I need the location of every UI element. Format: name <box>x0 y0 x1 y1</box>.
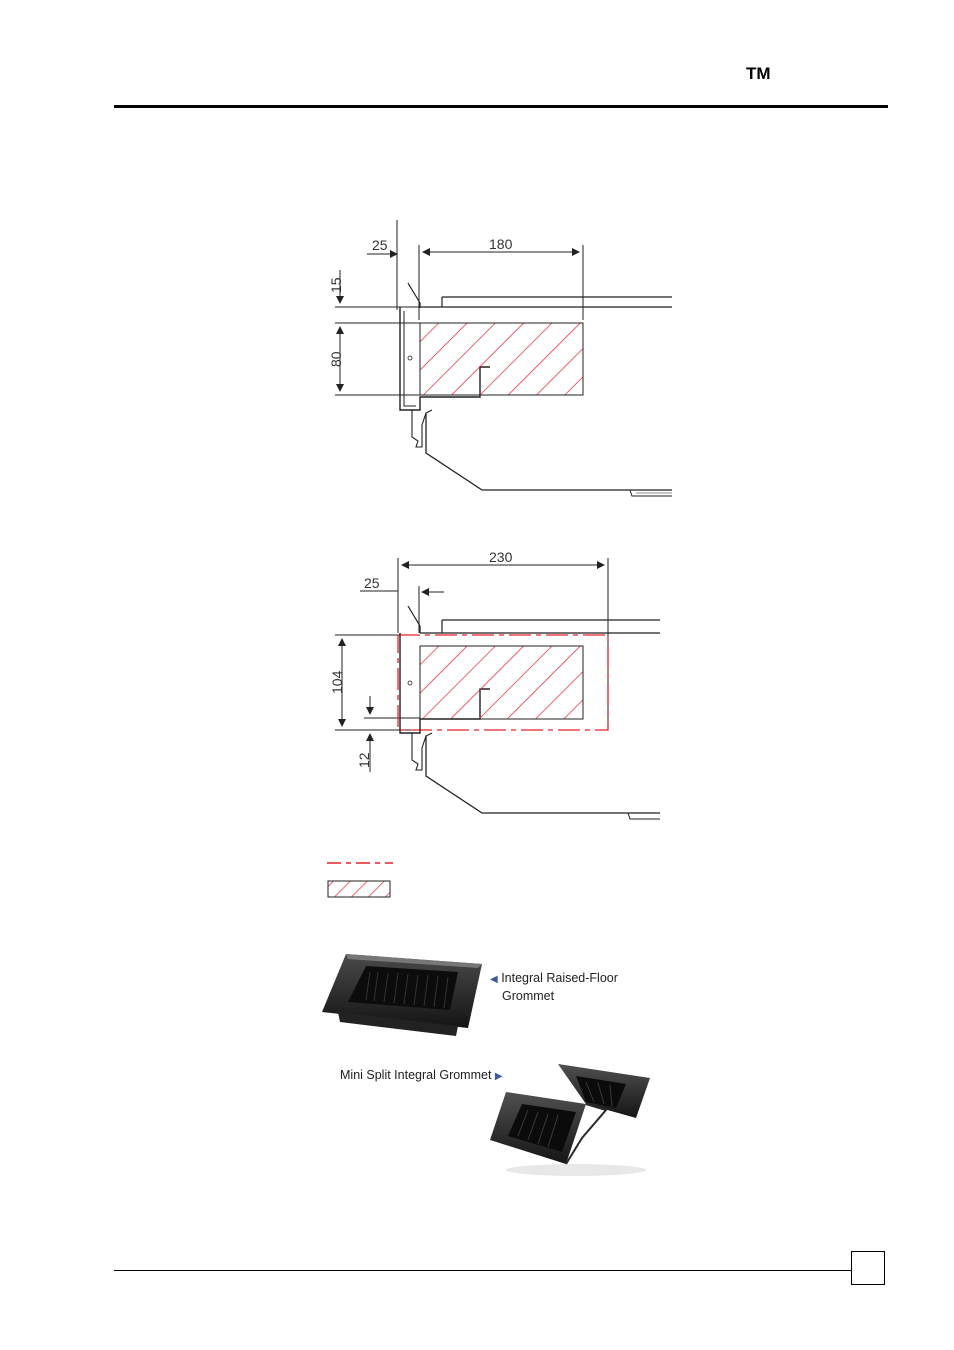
page-number-box <box>851 1251 885 1285</box>
dim-12: 12 <box>356 752 372 768</box>
raised-floor-caption-line1: Integral Raised-Floor <box>501 971 618 985</box>
legend-hatch-swatch <box>327 880 391 898</box>
footer-rule <box>114 1270 851 1271</box>
raised-floor-caption-line2: Grommet <box>502 989 555 1003</box>
dim-230: 230 <box>489 549 513 565</box>
dim-80: 80 <box>328 351 344 367</box>
drawing-legend <box>327 862 393 898</box>
mini-split-caption: Mini Split Integral Grommet ▶ <box>340 1067 503 1085</box>
dim-25-top: 25 <box>372 237 388 253</box>
caption-arrow-right-icon: ▶ <box>494 1071 503 1082</box>
dim-180: 180 <box>489 236 513 252</box>
drawing-cross-section-extended: 230 25 104 12 <box>329 549 660 820</box>
drawing-cross-section-standard: 25 180 15 80 <box>328 220 672 497</box>
raised-floor-caption: ◀ Integral Raised-Floor Grommet <box>490 970 618 1005</box>
trademark-mark: TM <box>746 64 771 83</box>
header-rule <box>114 105 888 108</box>
raised-floor-grommet-image <box>322 954 482 1036</box>
dim-15: 15 <box>328 277 344 293</box>
caption-arrow-left-icon: ◀ <box>490 974 498 985</box>
dim-104: 104 <box>329 670 345 694</box>
mini-split-caption-text: Mini Split Integral Grommet <box>340 1068 492 1082</box>
dim-25-bottom: 25 <box>364 575 380 591</box>
mini-split-grommet-image <box>490 1064 650 1176</box>
